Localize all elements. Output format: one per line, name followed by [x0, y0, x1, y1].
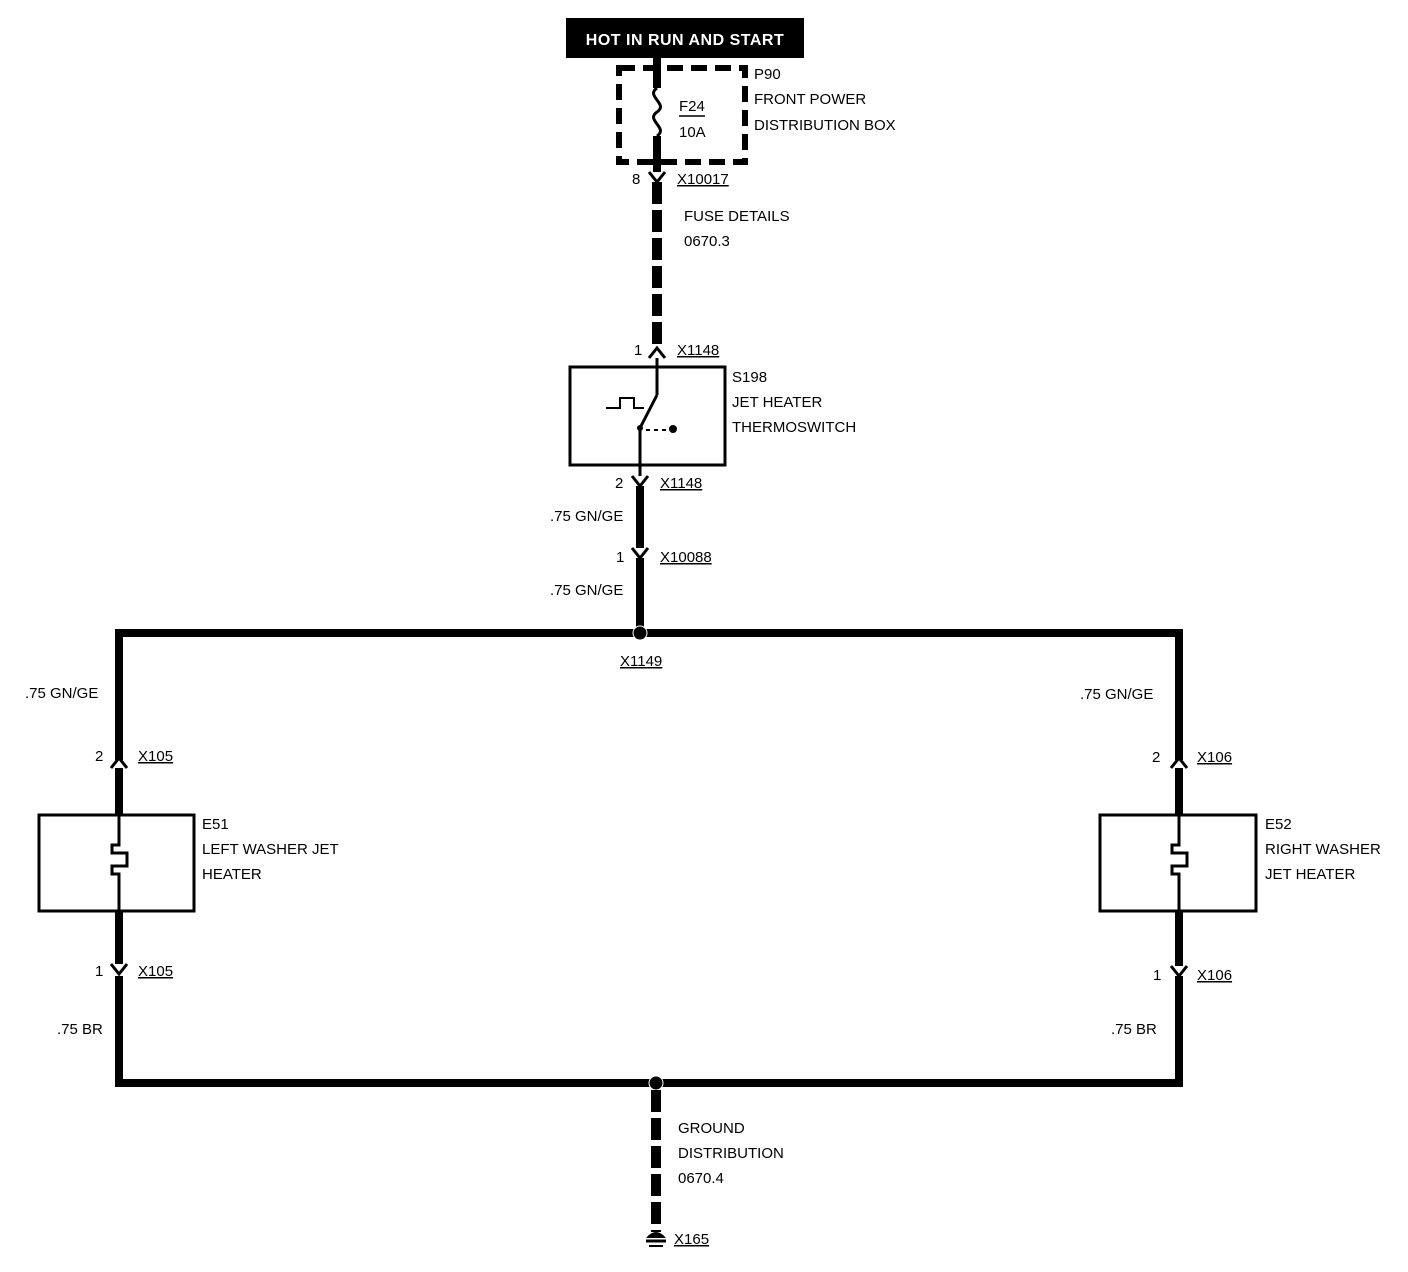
- ground-connector-label: X165: [674, 1231, 709, 1248]
- connector-x105-top-icon: [109, 755, 129, 769]
- connector-x105-top-label: X105: [138, 748, 173, 765]
- wire-label-switch-out: .75 GN/GE: [550, 508, 623, 525]
- connector-x106-top-icon: [1169, 755, 1189, 769]
- connector-x105-bottom-label: X105: [138, 963, 173, 980]
- ground-icon: [646, 1232, 666, 1247]
- right-wire-top-label: .75 GN/GE: [1080, 686, 1153, 703]
- left-heater-name-2: HEATER: [202, 866, 262, 883]
- connector-x106-bottom-label: X106: [1197, 967, 1232, 984]
- left-heater-element-icon: [110, 815, 129, 911]
- left-pin-top: 2: [95, 748, 103, 765]
- connector-x10088-label: X10088: [660, 549, 712, 566]
- right-heater-name-2: JET HEATER: [1265, 866, 1355, 883]
- right-heater-id: E52: [1265, 816, 1292, 833]
- wire-label-x10088: .75 GN/GE: [550, 582, 623, 599]
- right-pin-top: 2: [1152, 749, 1160, 766]
- thermal-icon: [606, 397, 644, 409]
- connector-x105-bottom-icon: [109, 963, 129, 977]
- switch-id: S198: [732, 369, 767, 386]
- left-heater-id: E51: [202, 816, 229, 833]
- right-wire-bottom-label: .75 BR: [1111, 1021, 1157, 1038]
- fuse-id: F24: [679, 98, 705, 115]
- left-heater-box: [37, 813, 196, 913]
- fuse-box-name-2: DISTRIBUTION BOX: [754, 117, 896, 134]
- x10088-pin: 1: [616, 549, 624, 566]
- switch-contact-point: [669, 425, 677, 433]
- connector-x1148-in-icon: [647, 345, 667, 359]
- ground-dist-3: 0670.4: [678, 1170, 724, 1187]
- right-heater-name-1: RIGHT WASHER: [1265, 841, 1381, 858]
- connector-x10088-icon: [630, 547, 650, 561]
- left-wire-bottom-label: .75 BR: [57, 1021, 103, 1038]
- connector-x106-top-label: X106: [1197, 749, 1232, 766]
- ground-dist-1: GROUND: [678, 1120, 745, 1137]
- ground-splice-dot: [648, 1075, 664, 1091]
- fuse-details-2: 0670.3: [684, 233, 730, 250]
- header-label: HOT IN RUN AND START: [586, 32, 784, 49]
- switch-pin-out: 2: [615, 475, 623, 492]
- connector-x106-bottom-icon: [1169, 965, 1189, 979]
- connector-x1148-out-icon: [630, 475, 650, 489]
- fuse-box-pin: 8: [632, 171, 640, 188]
- right-heater-element-icon: [1170, 815, 1189, 911]
- header-box: [566, 18, 804, 58]
- connector-x1148-out-label: X1148: [660, 475, 702, 492]
- fuse-box-name-1: FRONT POWER: [754, 91, 866, 108]
- ground-dist-2: DISTRIBUTION: [678, 1145, 784, 1162]
- fuse-icon: [652, 86, 662, 138]
- switch-name-1: JET HEATER: [732, 394, 822, 411]
- right-pin-bottom: 1: [1153, 967, 1161, 984]
- connector-x10017-label: X10017: [677, 171, 729, 188]
- left-wire-top-label: .75 GN/GE: [25, 685, 98, 702]
- switch-name-2: THERMOSWITCH: [732, 419, 856, 436]
- left-pin-bottom: 1: [95, 963, 103, 980]
- switch-blade: [638, 394, 659, 429]
- fuse-details-1: FUSE DETAILS: [684, 208, 790, 225]
- fuse-box-outline: [616, 65, 748, 165]
- connector-x10017-icon: [647, 171, 667, 185]
- splice-x1149-label: X1149: [620, 653, 662, 670]
- switch-pin-in: 1: [634, 342, 642, 359]
- top-bus-wire: [115, 629, 1183, 760]
- connector-x1148-in-label: X1148: [677, 342, 719, 359]
- splice-x1149-dot: [632, 625, 648, 641]
- left-heater-name-1: LEFT WASHER JET: [202, 841, 339, 858]
- fuse-box-id: P90: [754, 66, 781, 83]
- bottom-bus-wire: [115, 976, 1183, 1087]
- fuse-rating: 10A: [679, 124, 706, 141]
